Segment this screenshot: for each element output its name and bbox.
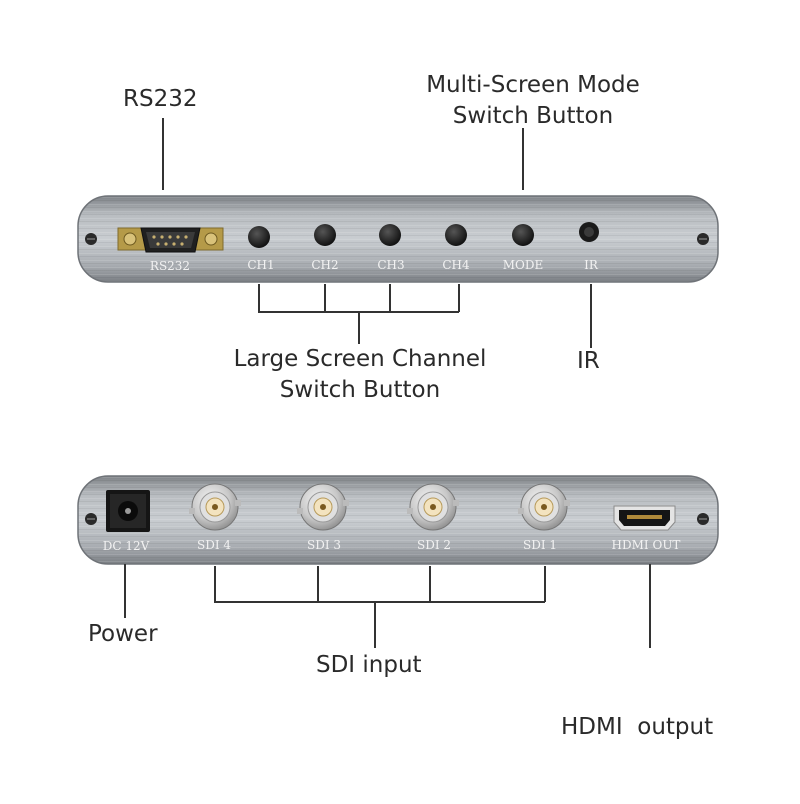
sdi-input-callout-text: SDI input [316,652,422,678]
ir-receiver [579,222,599,242]
channel-callout: Large Screen Channel Switch Button [226,344,494,406]
mode-callout-line1: Multi-Screen Mode [426,72,640,98]
sdi-2-connector[interactable] [407,483,459,531]
sdi-1-label: SDI 1 [523,538,557,552]
sdi-3-label: SDI 3 [307,538,341,552]
power-callout-text: Power [88,621,158,647]
channel-bracket-lines [258,284,460,344]
sdi-3-connector[interactable] [297,483,349,531]
bottom-left-screw-icon [85,513,97,525]
ir-callout: IR [577,346,600,377]
sdi-2-label: SDI 2 [417,538,451,552]
power-callout: Power [88,619,158,650]
ir-label: IR [584,258,599,272]
hdmi-output-callout-text: HDMI output [561,714,714,740]
sdi-input-callout: SDI input [316,650,422,681]
sdi-1-connector[interactable] [518,483,570,531]
top-right-screw-icon [697,233,709,245]
ch1-button[interactable] [248,226,270,248]
ch4-button[interactable] [445,224,467,246]
ch3-label: CH3 [377,258,404,272]
hdmi-output-callout: HDMI output [561,650,713,774]
channel-callout-line2: Switch Button [279,377,441,403]
sdi-4-connector[interactable] [189,483,241,531]
top-left-screw-icon [85,233,97,245]
sdi-4-label: SDI 4 [197,538,231,552]
mode-callout: Multi-Screen Mode Switch Button [414,70,652,132]
rs232-port-label: RS232 [150,259,190,273]
hdmi-out-port[interactable] [613,505,676,531]
rs232-callout-text: RS232 [123,86,198,112]
ch2-button[interactable] [314,224,336,246]
channel-callout-line1: Large Screen Channel [233,346,487,372]
ch4-label: CH4 [442,258,470,272]
rs232-callout: RS232 [123,84,197,115]
mode-callout-line2: Switch Button [452,103,614,129]
dc-power-jack[interactable] [106,490,150,532]
ch2-label: CH2 [311,258,338,272]
mode-label: MODE [503,258,544,272]
ch1-label: CH1 [247,258,274,272]
sdi-bracket-lines [214,566,546,648]
hdmi-out-label: HDMI OUT [612,538,681,552]
dc-label: DC 12V [103,539,150,553]
mode-button[interactable] [512,224,534,246]
ir-callout-text: IR [577,348,600,374]
bottom-right-screw-icon [697,513,709,525]
rs232-port[interactable] [117,227,224,253]
ch3-button[interactable] [379,224,401,246]
